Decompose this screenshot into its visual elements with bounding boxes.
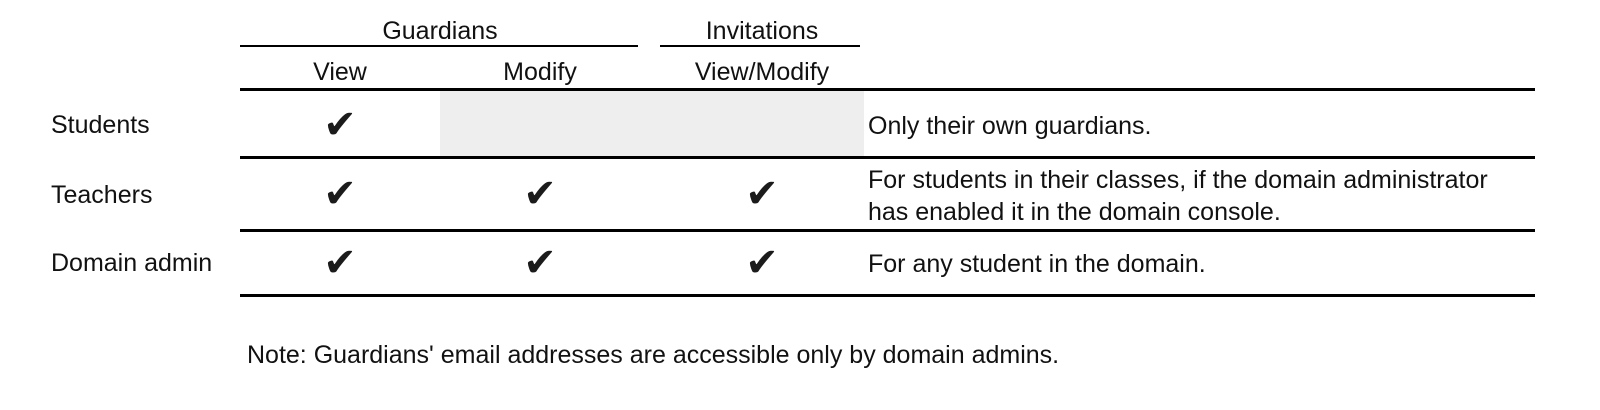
check-icon-teachers-view: ✔ xyxy=(323,171,357,217)
group-rule-invitations xyxy=(660,45,860,47)
row-description-domain-admin: For any student in the domain. xyxy=(868,250,1206,278)
check-icon-domain-admin-view-modify: ✔ xyxy=(745,240,779,286)
table-rule-after-teachers xyxy=(240,229,1535,232)
check-icon-students-view: ✔ xyxy=(323,102,357,148)
group-rule-guardians xyxy=(240,45,638,47)
check-icon-domain-admin-modify: ✔ xyxy=(523,240,557,286)
row-description-students: Only their own guardians. xyxy=(868,112,1152,140)
row-label-students: Students xyxy=(51,111,150,139)
column-header-view: View xyxy=(313,58,367,86)
row-label-domain-admin: Domain admin xyxy=(51,249,213,277)
check-icon-domain-admin-view: ✔ xyxy=(323,240,357,286)
row-label-teachers: Teachers xyxy=(51,181,153,209)
table-rule-bottom xyxy=(240,294,1535,297)
check-icon-teachers-modify: ✔ xyxy=(523,171,557,217)
column-header-modify: Modify xyxy=(503,58,577,86)
group-header-guardians: Guardians xyxy=(382,17,498,45)
table-rule-after-students xyxy=(240,156,1535,159)
column-header-view-modify: View/Modify xyxy=(694,58,830,86)
row-description-teachers: For students in their classes, if the do… xyxy=(868,166,1488,226)
footnote-text: Note: Guardians' email addresses are acc… xyxy=(247,341,1060,369)
check-icon-teachers-view-modify: ✔ xyxy=(745,171,779,217)
table-rule-top xyxy=(240,88,1535,91)
disabled-cell-students-modify xyxy=(440,91,864,156)
group-header-invitations: Invitations xyxy=(705,17,819,45)
